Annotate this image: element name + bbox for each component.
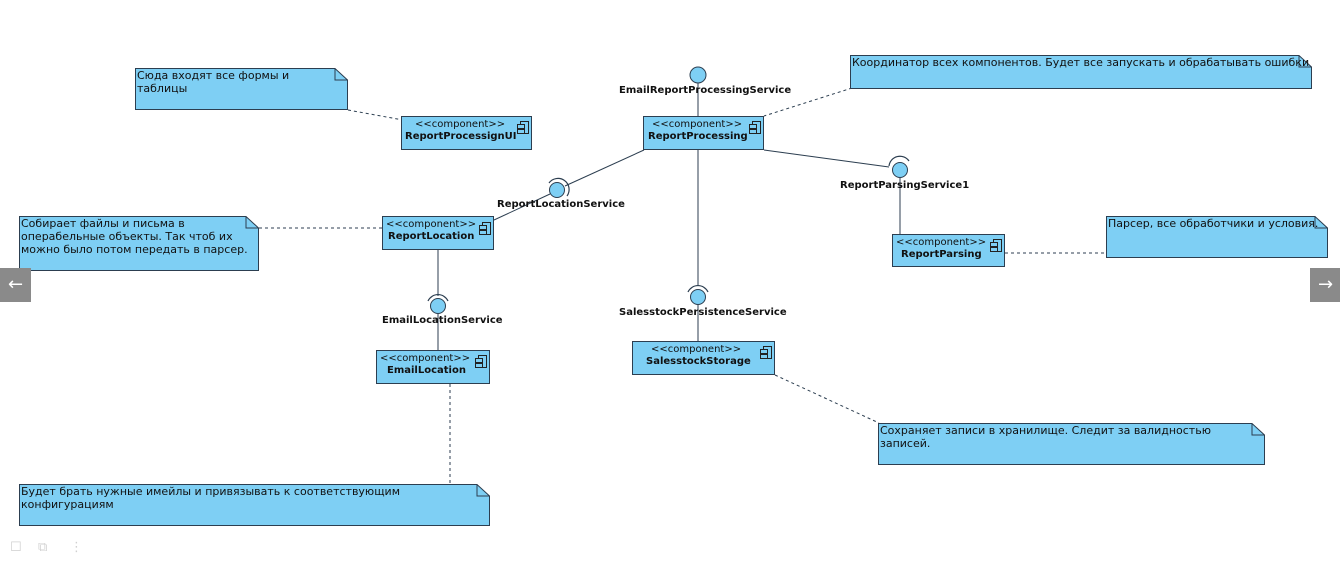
next-button[interactable]: → xyxy=(1310,268,1340,302)
component-stereotype: <<component>> xyxy=(380,353,471,364)
component-email-location[interactable]: <<component>> EmailLocation xyxy=(376,350,490,384)
bookmark-icon[interactable]: ☐ xyxy=(10,540,22,555)
component-report-processing[interactable]: <<component>> ReportProcessing xyxy=(643,116,764,150)
note-text: Сюда входят все формы и таблицы xyxy=(137,69,290,95)
note-storage[interactable]: Сохраняет записи в хранилище. Следит за … xyxy=(878,423,1265,465)
interface-ball xyxy=(892,162,908,178)
interface-ball xyxy=(689,66,707,84)
component-icon xyxy=(749,121,761,134)
interface-label: EmailReportProcessingService xyxy=(619,85,792,96)
more-icon[interactable]: ⋮ xyxy=(70,540,83,555)
interface-socket xyxy=(427,293,449,302)
note-text: Собирает файлы и письма в операбельные о… xyxy=(21,217,248,256)
interface-label: ReportParsingService1 xyxy=(840,180,970,191)
component-name: ReportProcessignUI xyxy=(405,131,517,142)
component-name: SalesstockStorage xyxy=(646,356,751,367)
component-stereotype: <<component>> xyxy=(896,237,987,248)
interface-socket xyxy=(687,284,709,293)
note-text: Парсер, все обработчики и условия. xyxy=(1108,217,1319,230)
component-icon xyxy=(475,355,487,368)
interface-label: SalesstockPersistenceService xyxy=(619,307,787,318)
note-text: Координатор всех компонентов. Будет все … xyxy=(852,56,1310,69)
component-name: ReportProcessing xyxy=(648,131,748,142)
interface-label: EmailLocationService xyxy=(382,315,503,326)
component-icon xyxy=(479,222,491,235)
component-stereotype: <<component>> xyxy=(651,344,742,355)
note-location[interactable]: Собирает файлы и письма в операбельные о… xyxy=(19,216,259,271)
note-ui[interactable]: Сюда входят все формы и таблицы xyxy=(135,68,348,110)
note-email[interactable]: Будет брать нужные имейлы и привязывать … xyxy=(19,484,490,526)
interface-socket xyxy=(548,177,570,197)
interface-ball xyxy=(549,182,565,198)
component-name: ReportLocation xyxy=(388,231,475,242)
component-salesstock-storage[interactable]: <<component>> SalesstockStorage xyxy=(632,341,775,375)
interface-label: ReportLocationService xyxy=(497,199,625,210)
note-anchor-line xyxy=(347,109,404,121)
connector-line xyxy=(564,149,645,187)
interface-ball xyxy=(430,298,446,314)
component-name: ReportParsing xyxy=(901,249,982,260)
interface-ball xyxy=(690,289,706,305)
note-coordinator[interactable]: Координатор всех компонентов. Будет все … xyxy=(850,55,1312,89)
note-anchor-line xyxy=(774,374,880,424)
component-icon xyxy=(517,121,529,134)
connector-line xyxy=(493,193,551,221)
prev-button[interactable]: ← xyxy=(0,268,31,302)
component-stereotype: <<component>> xyxy=(652,119,743,130)
component-icon xyxy=(990,239,1002,252)
component-icon xyxy=(760,346,772,359)
component-report-parsing[interactable]: <<component>> ReportParsing xyxy=(892,234,1005,267)
interface-socket xyxy=(888,155,910,167)
component-name: EmailLocation xyxy=(387,365,466,376)
component-stereotype: <<component>> xyxy=(415,119,506,130)
note-text: Будет брать нужные имейлы и привязывать … xyxy=(21,485,401,511)
component-stereotype: <<component>> xyxy=(386,219,477,230)
note-parser[interactable]: Парсер, все обработчики и условия. xyxy=(1106,216,1328,258)
component-report-location[interactable]: <<component>> ReportLocation xyxy=(382,216,494,250)
copy-icon[interactable]: ⧉ xyxy=(38,540,48,555)
component-report-processing-ui[interactable]: <<component>> ReportProcessignUI xyxy=(401,116,532,150)
connector-line xyxy=(763,149,890,168)
note-text: Сохраняет записи в хранилище. Следит за … xyxy=(880,424,1211,450)
